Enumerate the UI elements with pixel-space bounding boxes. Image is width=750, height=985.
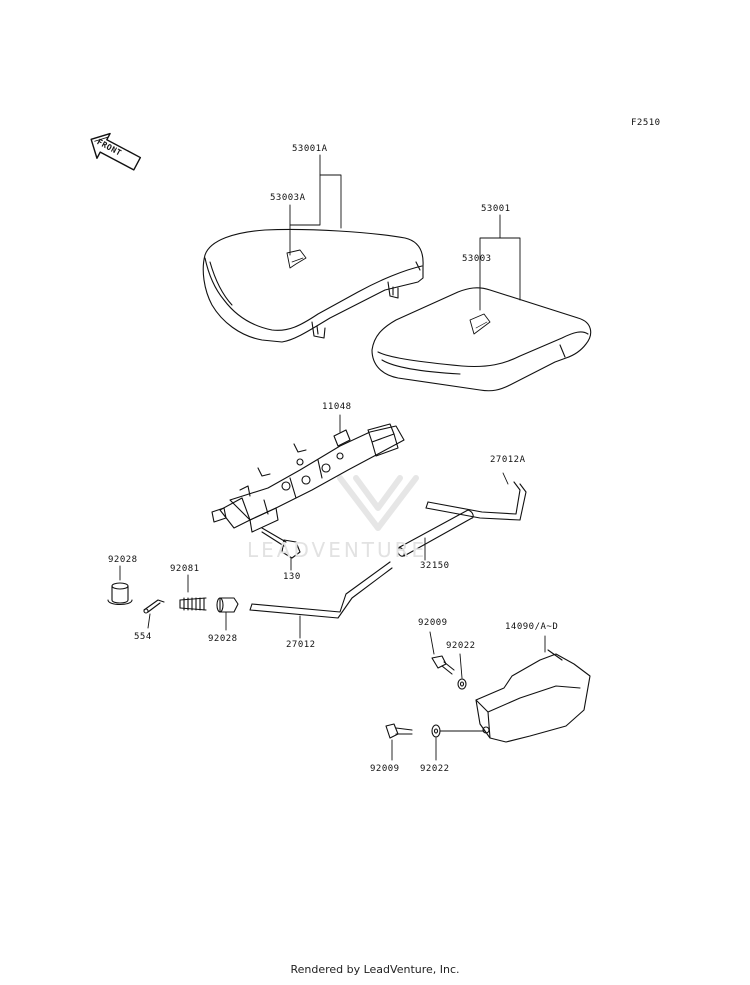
- label-92009-upper[interactable]: 92009: [418, 618, 448, 628]
- leader-53001A: [289, 154, 342, 256]
- label-53001[interactable]: 53001: [481, 204, 511, 214]
- watermark-text: LEADVENTURE: [247, 538, 428, 562]
- label-92022-upper[interactable]: 92022: [446, 641, 476, 651]
- collar-left: [107, 565, 133, 606]
- label-554[interactable]: 554: [134, 632, 152, 642]
- seat-bracket: [211, 423, 405, 533]
- label-11048[interactable]: 11048: [322, 402, 352, 412]
- leader-53001: [479, 214, 521, 311]
- seat-front: [202, 228, 424, 343]
- bolt-130: [261, 527, 301, 571]
- cover-14090: [475, 635, 591, 743]
- footer-credit: Rendered by LeadVenture, Inc.: [290, 963, 460, 976]
- bolt-lower: [385, 723, 413, 761]
- label-14090[interactable]: 14090/A~D: [505, 622, 559, 632]
- label-27012A[interactable]: 27012A: [490, 455, 526, 465]
- collar-right: [216, 597, 239, 631]
- rod-27012A: [425, 472, 527, 521]
- label-53003[interactable]: 53003: [462, 254, 492, 264]
- label-92028-right[interactable]: 92028: [208, 634, 238, 644]
- label-53003A[interactable]: 53003A: [270, 193, 306, 203]
- label-53001A[interactable]: 53001A: [292, 144, 328, 154]
- seat-rear: [371, 287, 592, 392]
- washer-upper: [457, 653, 467, 690]
- diagram-code: F2510: [631, 118, 661, 128]
- label-92022-lower[interactable]: 92022: [420, 764, 450, 774]
- lock-cable-27012: [249, 561, 393, 639]
- label-130[interactable]: 130: [283, 572, 301, 582]
- pin-554: [143, 599, 165, 629]
- label-32150[interactable]: 32150: [420, 561, 450, 571]
- label-92028-left[interactable]: 92028: [108, 555, 138, 565]
- spring-92081: [179, 574, 207, 611]
- front-arrow-icon: [90, 132, 142, 171]
- washer-lower: [431, 724, 485, 761]
- tube-32150: [397, 509, 474, 561]
- label-27012[interactable]: 27012: [286, 640, 316, 650]
- label-92081[interactable]: 92081: [170, 564, 200, 574]
- bolt-upper: [429, 631, 455, 675]
- watermark-logo: [337, 475, 419, 531]
- label-92009-lower[interactable]: 92009: [370, 764, 400, 774]
